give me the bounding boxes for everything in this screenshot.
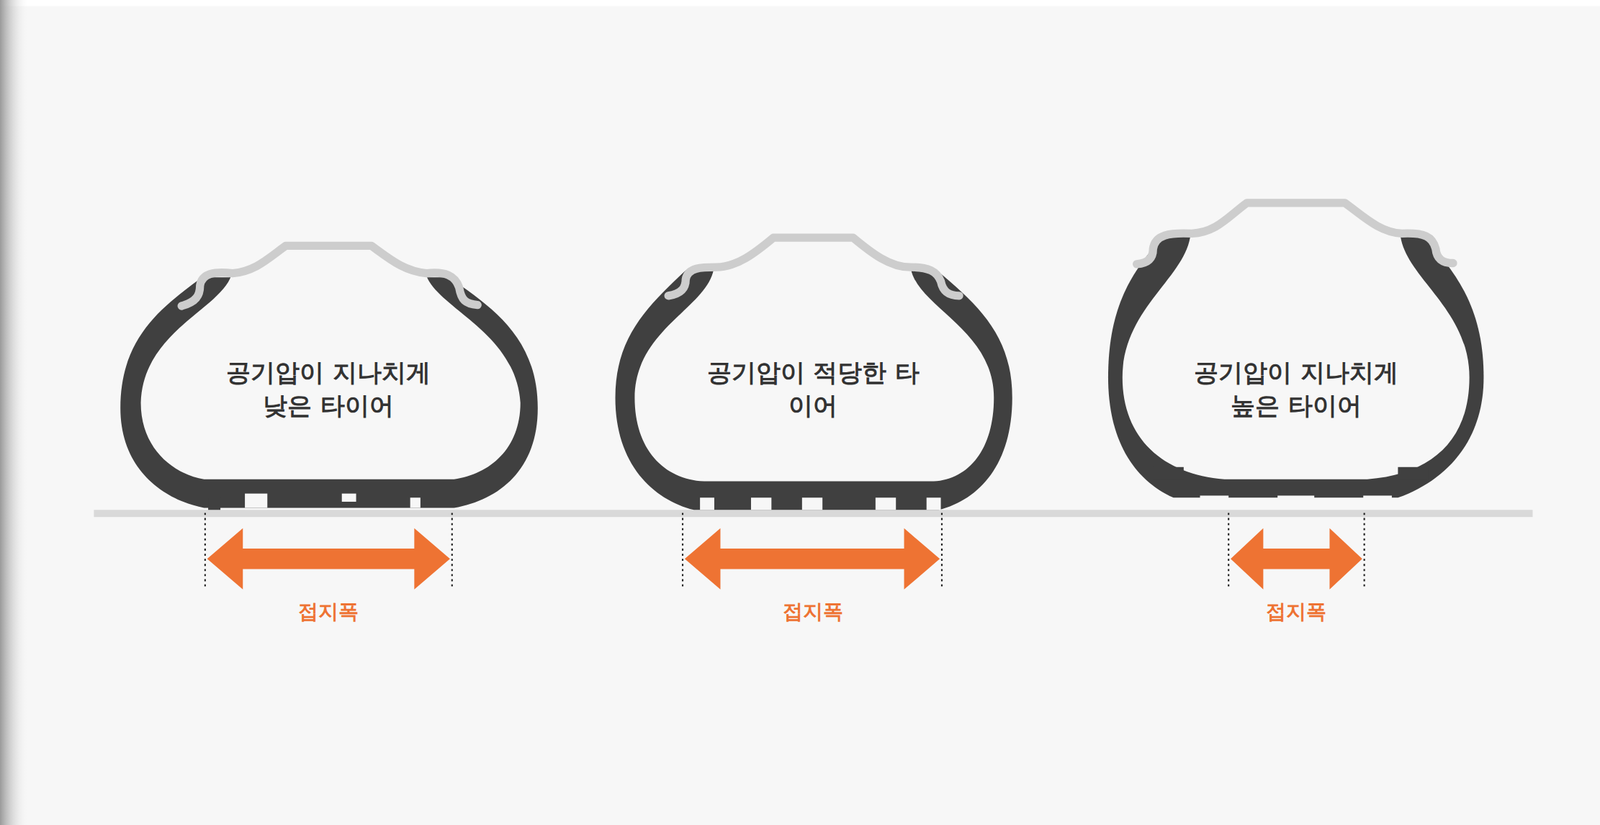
high-pressure-tire-label: 공기압이 지나치게 높은 타이어 (1184, 356, 1408, 423)
high-pressure-tire (1108, 203, 1484, 502)
tire-caption: 공기압이 지나치게 낮은 타이어 (216, 356, 440, 423)
contact-width-label: 접지폭 (1265, 598, 1327, 626)
proper-pressure-tire (615, 237, 1013, 510)
contact-width-label: 접지폭 (782, 598, 844, 626)
low-pressure-tire-label: 공기압이 지나치게 낮은 타이어 (216, 356, 440, 423)
contact-width-arrows (207, 528, 1363, 590)
tire-caption: 공기압이 적당한 타이어 (701, 356, 925, 423)
proper-pressure-tire-label: 공기압이 적당한 타이어 (701, 356, 925, 423)
low-pressure-tire (120, 245, 538, 510)
contact-width-label: 접지폭 (298, 598, 359, 626)
tire-caption: 공기압이 지나치게 높은 타이어 (1184, 356, 1408, 423)
width-guides (205, 513, 1365, 590)
